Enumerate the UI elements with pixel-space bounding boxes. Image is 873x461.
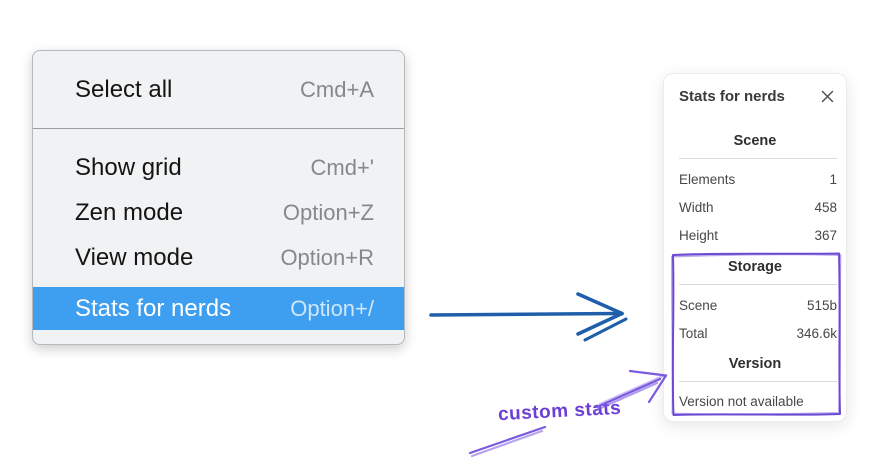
menu-group: Show grid Cmd+' Zen mode Option+Z View m…	[33, 129, 404, 330]
stat-value: 367	[814, 227, 837, 243]
section-divider	[679, 158, 837, 159]
menu-item-shortcut: Option+Z	[282, 199, 374, 225]
section-divider	[679, 381, 837, 382]
menu-separator	[33, 128, 404, 129]
section-title-storage: Storage	[728, 259, 782, 275]
menu-item-shortcut: Option+/	[290, 295, 374, 321]
scene-rows: Elements 1 Width 458 Height 367	[664, 165, 846, 249]
menu-item-show-grid[interactable]: Show grid Cmd+'	[33, 145, 404, 190]
menu-item-shortcut: Option+R	[280, 244, 374, 270]
close-button[interactable]	[821, 90, 834, 103]
stats-panel-title: Stats for nerds	[679, 87, 785, 105]
section-divider	[679, 284, 837, 285]
stat-value: 458	[814, 199, 837, 215]
stat-value: 346.6k	[796, 325, 837, 341]
menu-item-select-all[interactable]: Select all Cmd+A	[33, 51, 404, 128]
stat-value: 1	[829, 171, 837, 187]
section-title-version: Version	[728, 356, 782, 372]
stat-label: Elements	[679, 171, 736, 187]
stat-label: Width	[679, 199, 714, 215]
stats-panel-header: Stats for nerds	[679, 86, 834, 106]
context-menu: Select all Cmd+A Show grid Cmd+' Zen mod…	[32, 50, 405, 345]
close-icon	[821, 90, 834, 102]
menu-item-shortcut: Cmd+A	[300, 76, 374, 102]
stats-panel: Stats for nerds Scene Elements 1 Width 4…	[663, 73, 847, 422]
custom-stats-annotation: custom stats	[497, 397, 622, 426]
menu-item-label: Select all	[75, 75, 173, 103]
stat-label: Total	[679, 325, 708, 341]
storage-rows: Scene 515b Total 346.6k	[664, 291, 846, 347]
menu-item-view-mode[interactable]: View mode Option+R	[33, 235, 404, 280]
stat-label: Height	[679, 227, 719, 243]
menu-item-zen-mode[interactable]: Zen mode Option+Z	[33, 190, 404, 235]
stat-value: 515b	[806, 297, 837, 313]
menu-item-stats-for-nerds[interactable]: Stats for nerds Option+/	[33, 287, 404, 330]
stat-row-height: Height 367	[679, 221, 837, 249]
stat-row-width: Width 458	[679, 193, 837, 221]
menu-item-shortcut: Cmd+'	[310, 154, 375, 180]
menu-item-label: Stats for nerds	[75, 294, 232, 322]
stat-row-scene-storage: Scene 515b	[679, 291, 837, 319]
version-note: Version not available	[679, 393, 804, 409]
stat-label: Scene	[679, 297, 718, 313]
stat-row-total-storage: Total 346.6k	[679, 319, 837, 347]
menu-item-label: Zen mode	[75, 198, 184, 226]
pointer-arrow	[429, 292, 628, 342]
menu-item-label: Show grid	[75, 153, 182, 181]
stat-row-elements: Elements 1	[679, 165, 837, 193]
section-title-scene: Scene	[733, 133, 777, 149]
menu-item-label: View mode	[75, 243, 194, 271]
